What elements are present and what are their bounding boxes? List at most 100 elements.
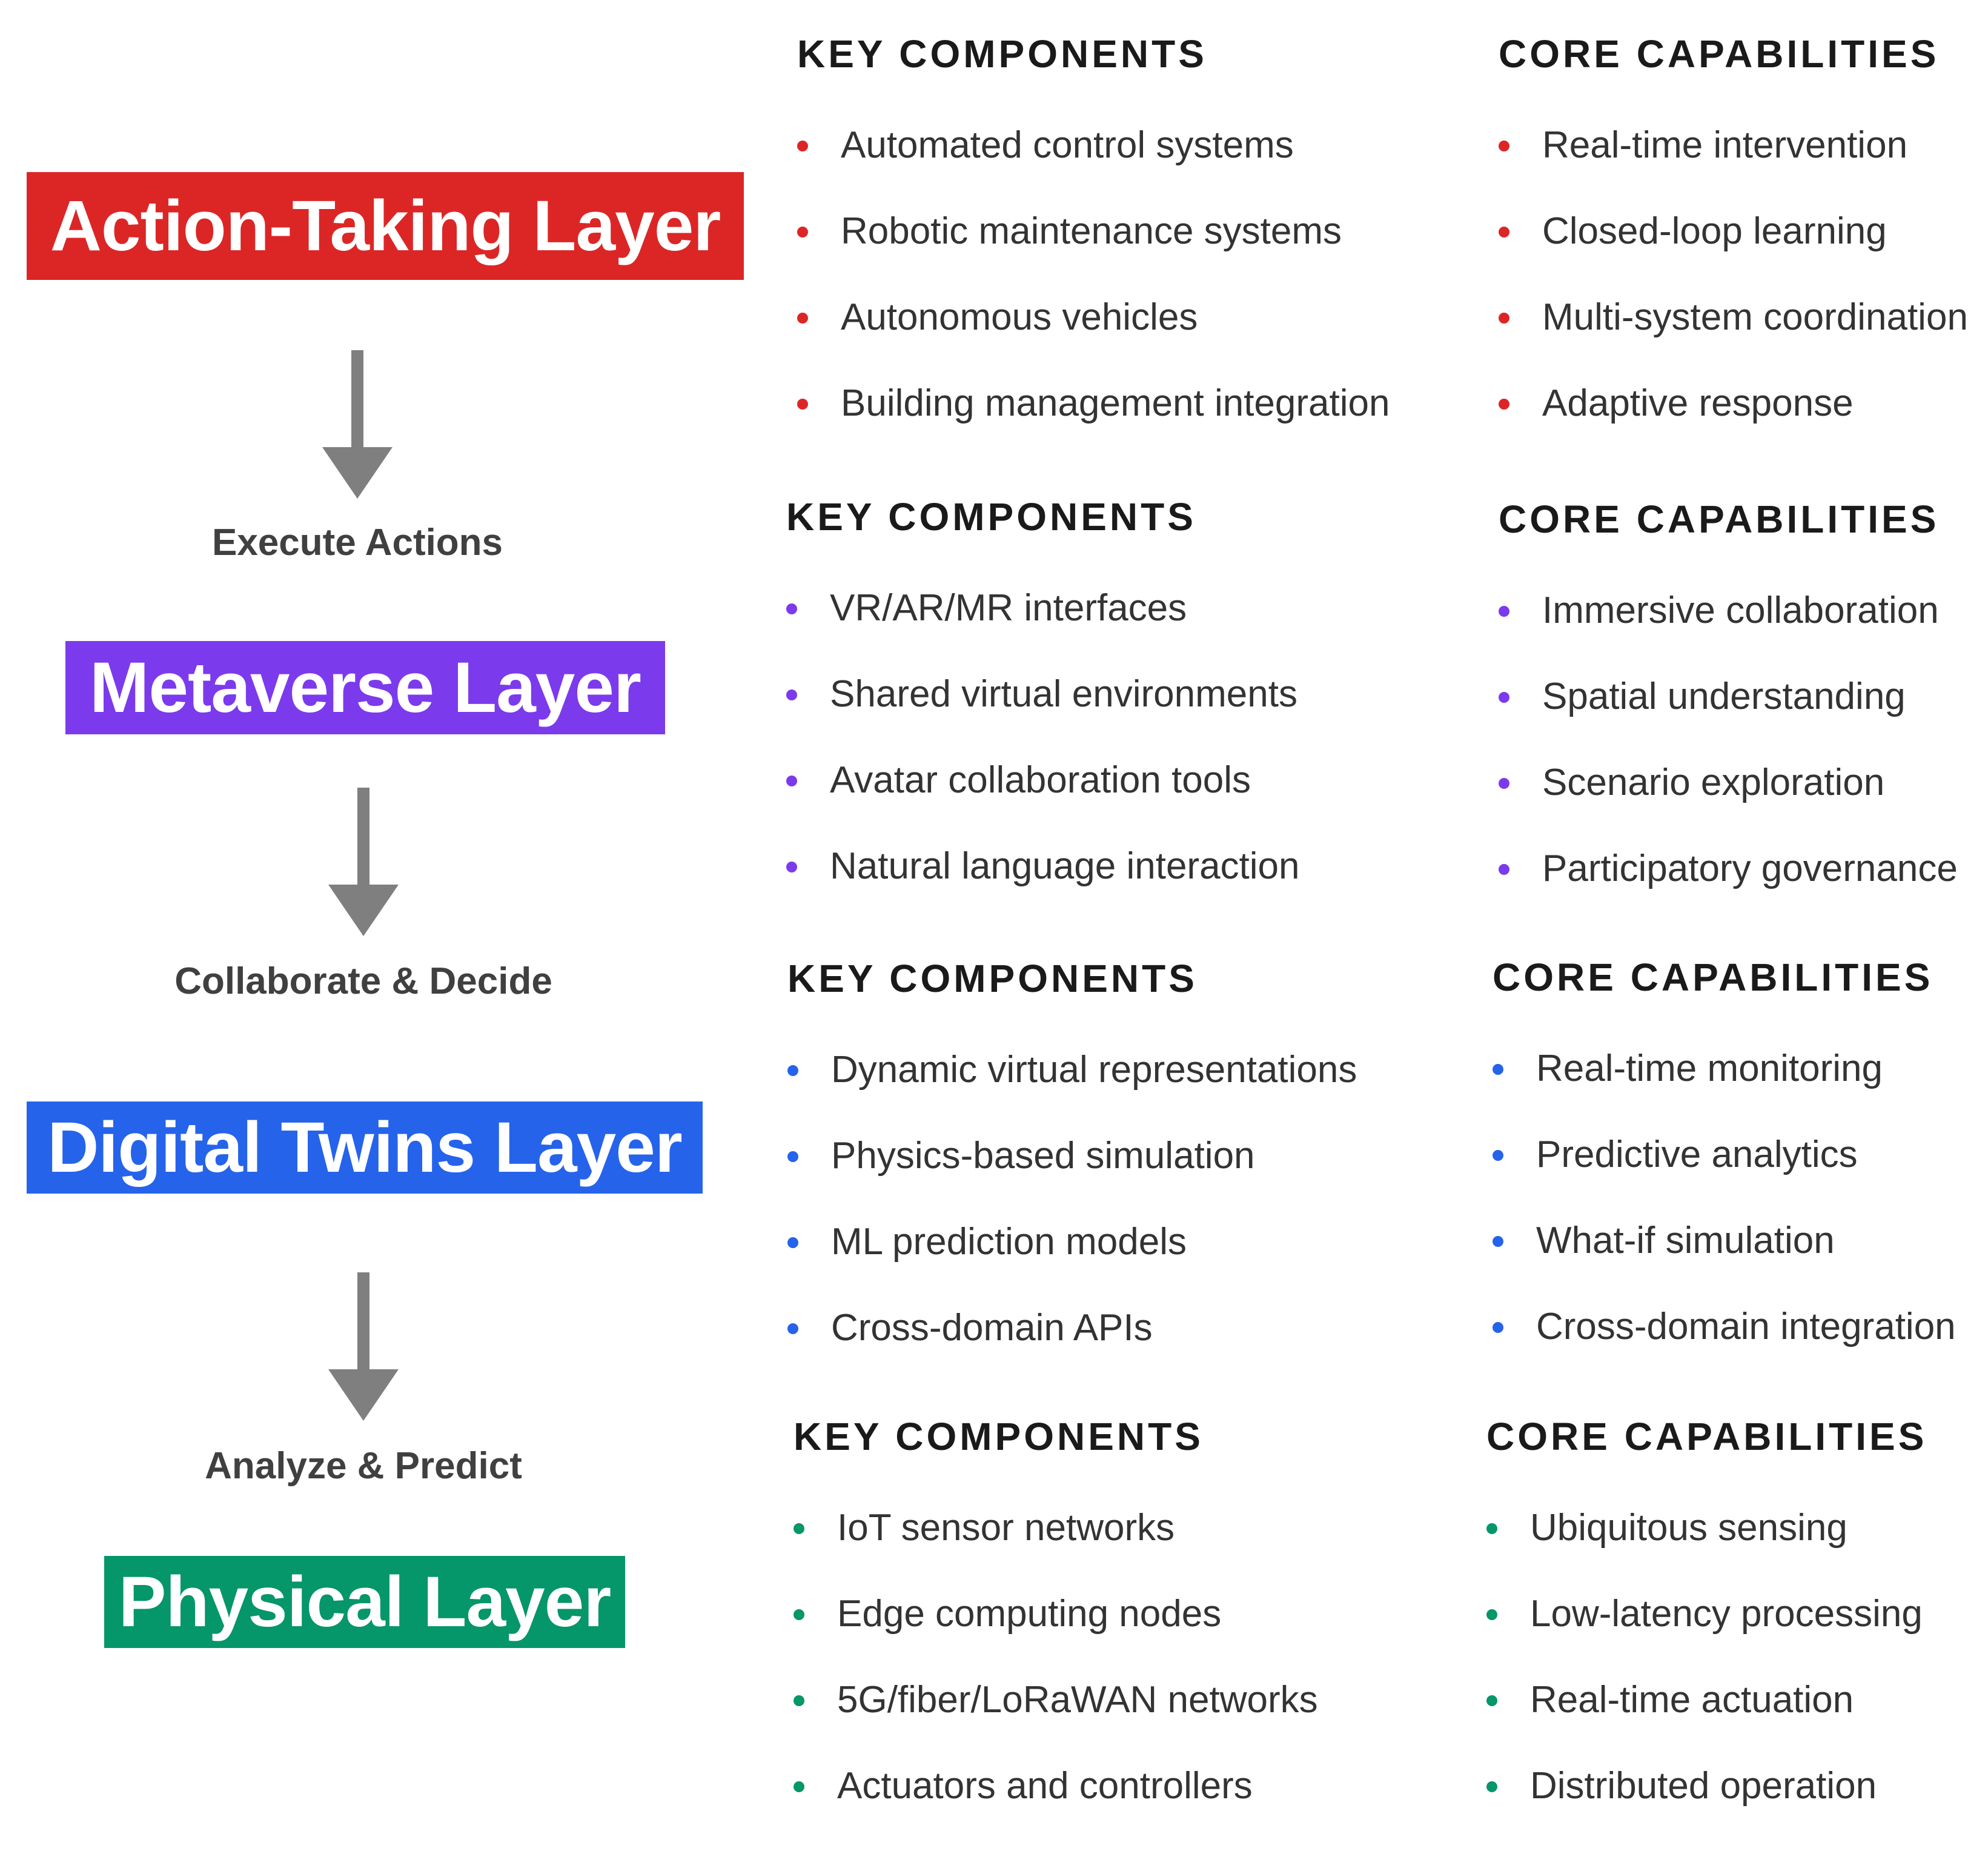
key-components-heading: KEY COMPONENTS [787, 957, 1198, 1000]
key-components-list: Dynamic virtual representations Physics-… [787, 1049, 1357, 1396]
list-item: Scenario exploration [1499, 762, 1958, 851]
list-item: Real-time monitoring [1493, 1048, 1956, 1137]
item-text: Ubiquitous sensing [1530, 1507, 1847, 1549]
list-item: Real-time intervention [1499, 127, 1968, 213]
item-text: Autonomous vehicles [841, 296, 1198, 338]
list-item: Automated control systems [797, 127, 1390, 213]
bullet-dot-icon [1499, 227, 1509, 238]
key-components-heading: KEY COMPONENTS [797, 32, 1207, 76]
metaverse-layer-badge: Metaverse Layer [65, 641, 665, 734]
bullet-dot-icon [1499, 313, 1509, 324]
list-item: Multi-system coordination [1499, 299, 1968, 385]
bullet-dot-icon [794, 1523, 804, 1534]
transition-label-analyze-predict: Analyze & Predict [205, 1445, 522, 1487]
key-components-list: IoT sensor networks Edge computing nodes… [794, 1507, 1318, 1854]
core-capabilities-list: Ubiquitous sensing Low-latency processin… [1486, 1507, 1923, 1854]
transition-label-execute-actions: Execute Actions [211, 522, 503, 563]
bullet-dot-icon [1499, 692, 1509, 703]
list-item: VR/AR/MR interfaces [786, 590, 1300, 676]
list-item: ML prediction models [787, 1221, 1357, 1310]
list-item: 5G/fiber/LoRaWAN networks [794, 1679, 1318, 1768]
item-text: Immersive collaboration [1542, 590, 1939, 631]
item-text: Automated control systems [841, 124, 1294, 166]
core-capabilities-heading: CORE CAPABILITIES [1486, 1415, 1927, 1458]
core-capabilities-heading: CORE CAPABILITIES [1493, 955, 1933, 999]
bullet-dot-icon [786, 603, 797, 614]
item-text: Participatory governance [1542, 848, 1958, 889]
item-text: Spatial understanding [1542, 676, 1906, 717]
down-arrow-icon [328, 1272, 399, 1421]
layer-title: Action-Taking Layer [50, 186, 721, 266]
item-text: Real-time monitoring [1536, 1048, 1883, 1089]
item-text: What-if simulation [1536, 1220, 1835, 1261]
bullet-dot-icon [1499, 778, 1509, 789]
list-item: Immersive collaboration [1499, 590, 1958, 679]
item-text: Shared virtual environments [830, 673, 1297, 715]
item-text: Natural language interaction [830, 845, 1300, 887]
bullet-dot-icon [794, 1695, 804, 1706]
bullet-dot-icon [1499, 399, 1509, 410]
item-text: ML prediction models [831, 1221, 1187, 1263]
key-components-heading: KEY COMPONENTS [794, 1415, 1204, 1458]
bullet-dot-icon [1486, 1523, 1497, 1534]
item-text: Adaptive response [1542, 382, 1854, 424]
item-text: Avatar collaboration tools [830, 759, 1251, 801]
key-components-heading: KEY COMPONENTS [786, 495, 1196, 539]
down-arrow-icon [322, 350, 393, 499]
bullet-dot-icon [787, 1065, 798, 1076]
bullet-dot-icon [1493, 1150, 1503, 1161]
item-text: Building management integration [841, 382, 1390, 424]
bullet-dot-icon [1499, 864, 1509, 875]
core-capabilities-list: Real-time intervention Closed-loop learn… [1499, 127, 1968, 471]
key-components-list: VR/AR/MR interfaces Shared virtual envir… [786, 590, 1300, 934]
list-item: Avatar collaboration tools [786, 762, 1300, 848]
key-components-list: Automated control systems Robotic mainte… [797, 127, 1390, 471]
item-text: Dynamic virtual representations [831, 1049, 1357, 1091]
item-text: 5G/fiber/LoRaWAN networks [837, 1679, 1318, 1721]
list-item: Spatial understanding [1499, 676, 1958, 765]
bullet-dot-icon [1499, 141, 1509, 151]
list-item: IoT sensor networks [794, 1507, 1318, 1596]
list-item: Edge computing nodes [794, 1595, 1318, 1682]
list-item: Shared virtual environments [786, 676, 1300, 762]
item-text: Cross-domain integration [1536, 1306, 1956, 1347]
list-item: Dynamic virtual representations [787, 1049, 1357, 1138]
bullet-dot-icon [787, 1323, 798, 1334]
list-item: Real-time actuation [1486, 1679, 1923, 1768]
list-item: Physics-based simulation [787, 1137, 1357, 1224]
core-capabilities-list: Immersive collaboration Spatial understa… [1499, 590, 1958, 937]
core-capabilities-heading: CORE CAPABILITIES [1499, 32, 1940, 76]
bullet-dot-icon [1486, 1695, 1497, 1706]
item-text: Scenario exploration [1542, 762, 1885, 803]
bullet-dot-icon [787, 1151, 798, 1162]
list-item: Building management integration [797, 385, 1390, 471]
list-item: Robotic maintenance systems [797, 213, 1390, 299]
item-text: Distributed operation [1530, 1765, 1877, 1807]
item-text: Real-time intervention [1542, 124, 1908, 166]
item-text: Robotic maintenance systems [841, 210, 1342, 252]
list-item: Autonomous vehicles [797, 299, 1390, 385]
item-text: Low-latency processing [1530, 1593, 1923, 1635]
item-text: Cross-domain APIs [831, 1307, 1153, 1349]
bullet-dot-icon [797, 399, 808, 410]
list-item: Low-latency processing [1486, 1593, 1923, 1682]
item-text: Multi-system coordination [1542, 296, 1968, 338]
item-text: Real-time actuation [1530, 1679, 1854, 1721]
item-text: Actuators and controllers [837, 1765, 1253, 1807]
layer-title: Metaverse Layer [90, 648, 641, 728]
bullet-dot-icon [1499, 606, 1509, 617]
bullet-dot-icon [1493, 1064, 1503, 1075]
list-item: Closed-loop learning [1499, 213, 1968, 299]
bullet-dot-icon [786, 689, 797, 700]
layer-title: Physical Layer [118, 1562, 612, 1642]
list-item: Distributed operation [1486, 1765, 1923, 1854]
bullet-dot-icon [794, 1781, 804, 1792]
bullet-dot-icon [797, 141, 808, 151]
physical-layer-badge: Physical Layer [104, 1556, 625, 1648]
bullet-dot-icon [797, 227, 808, 238]
item-text: IoT sensor networks [837, 1507, 1175, 1549]
bullet-dot-icon [794, 1609, 804, 1620]
item-text: VR/AR/MR interfaces [830, 587, 1187, 629]
bullet-dot-icon [1486, 1781, 1497, 1792]
down-arrow-icon [328, 788, 399, 936]
